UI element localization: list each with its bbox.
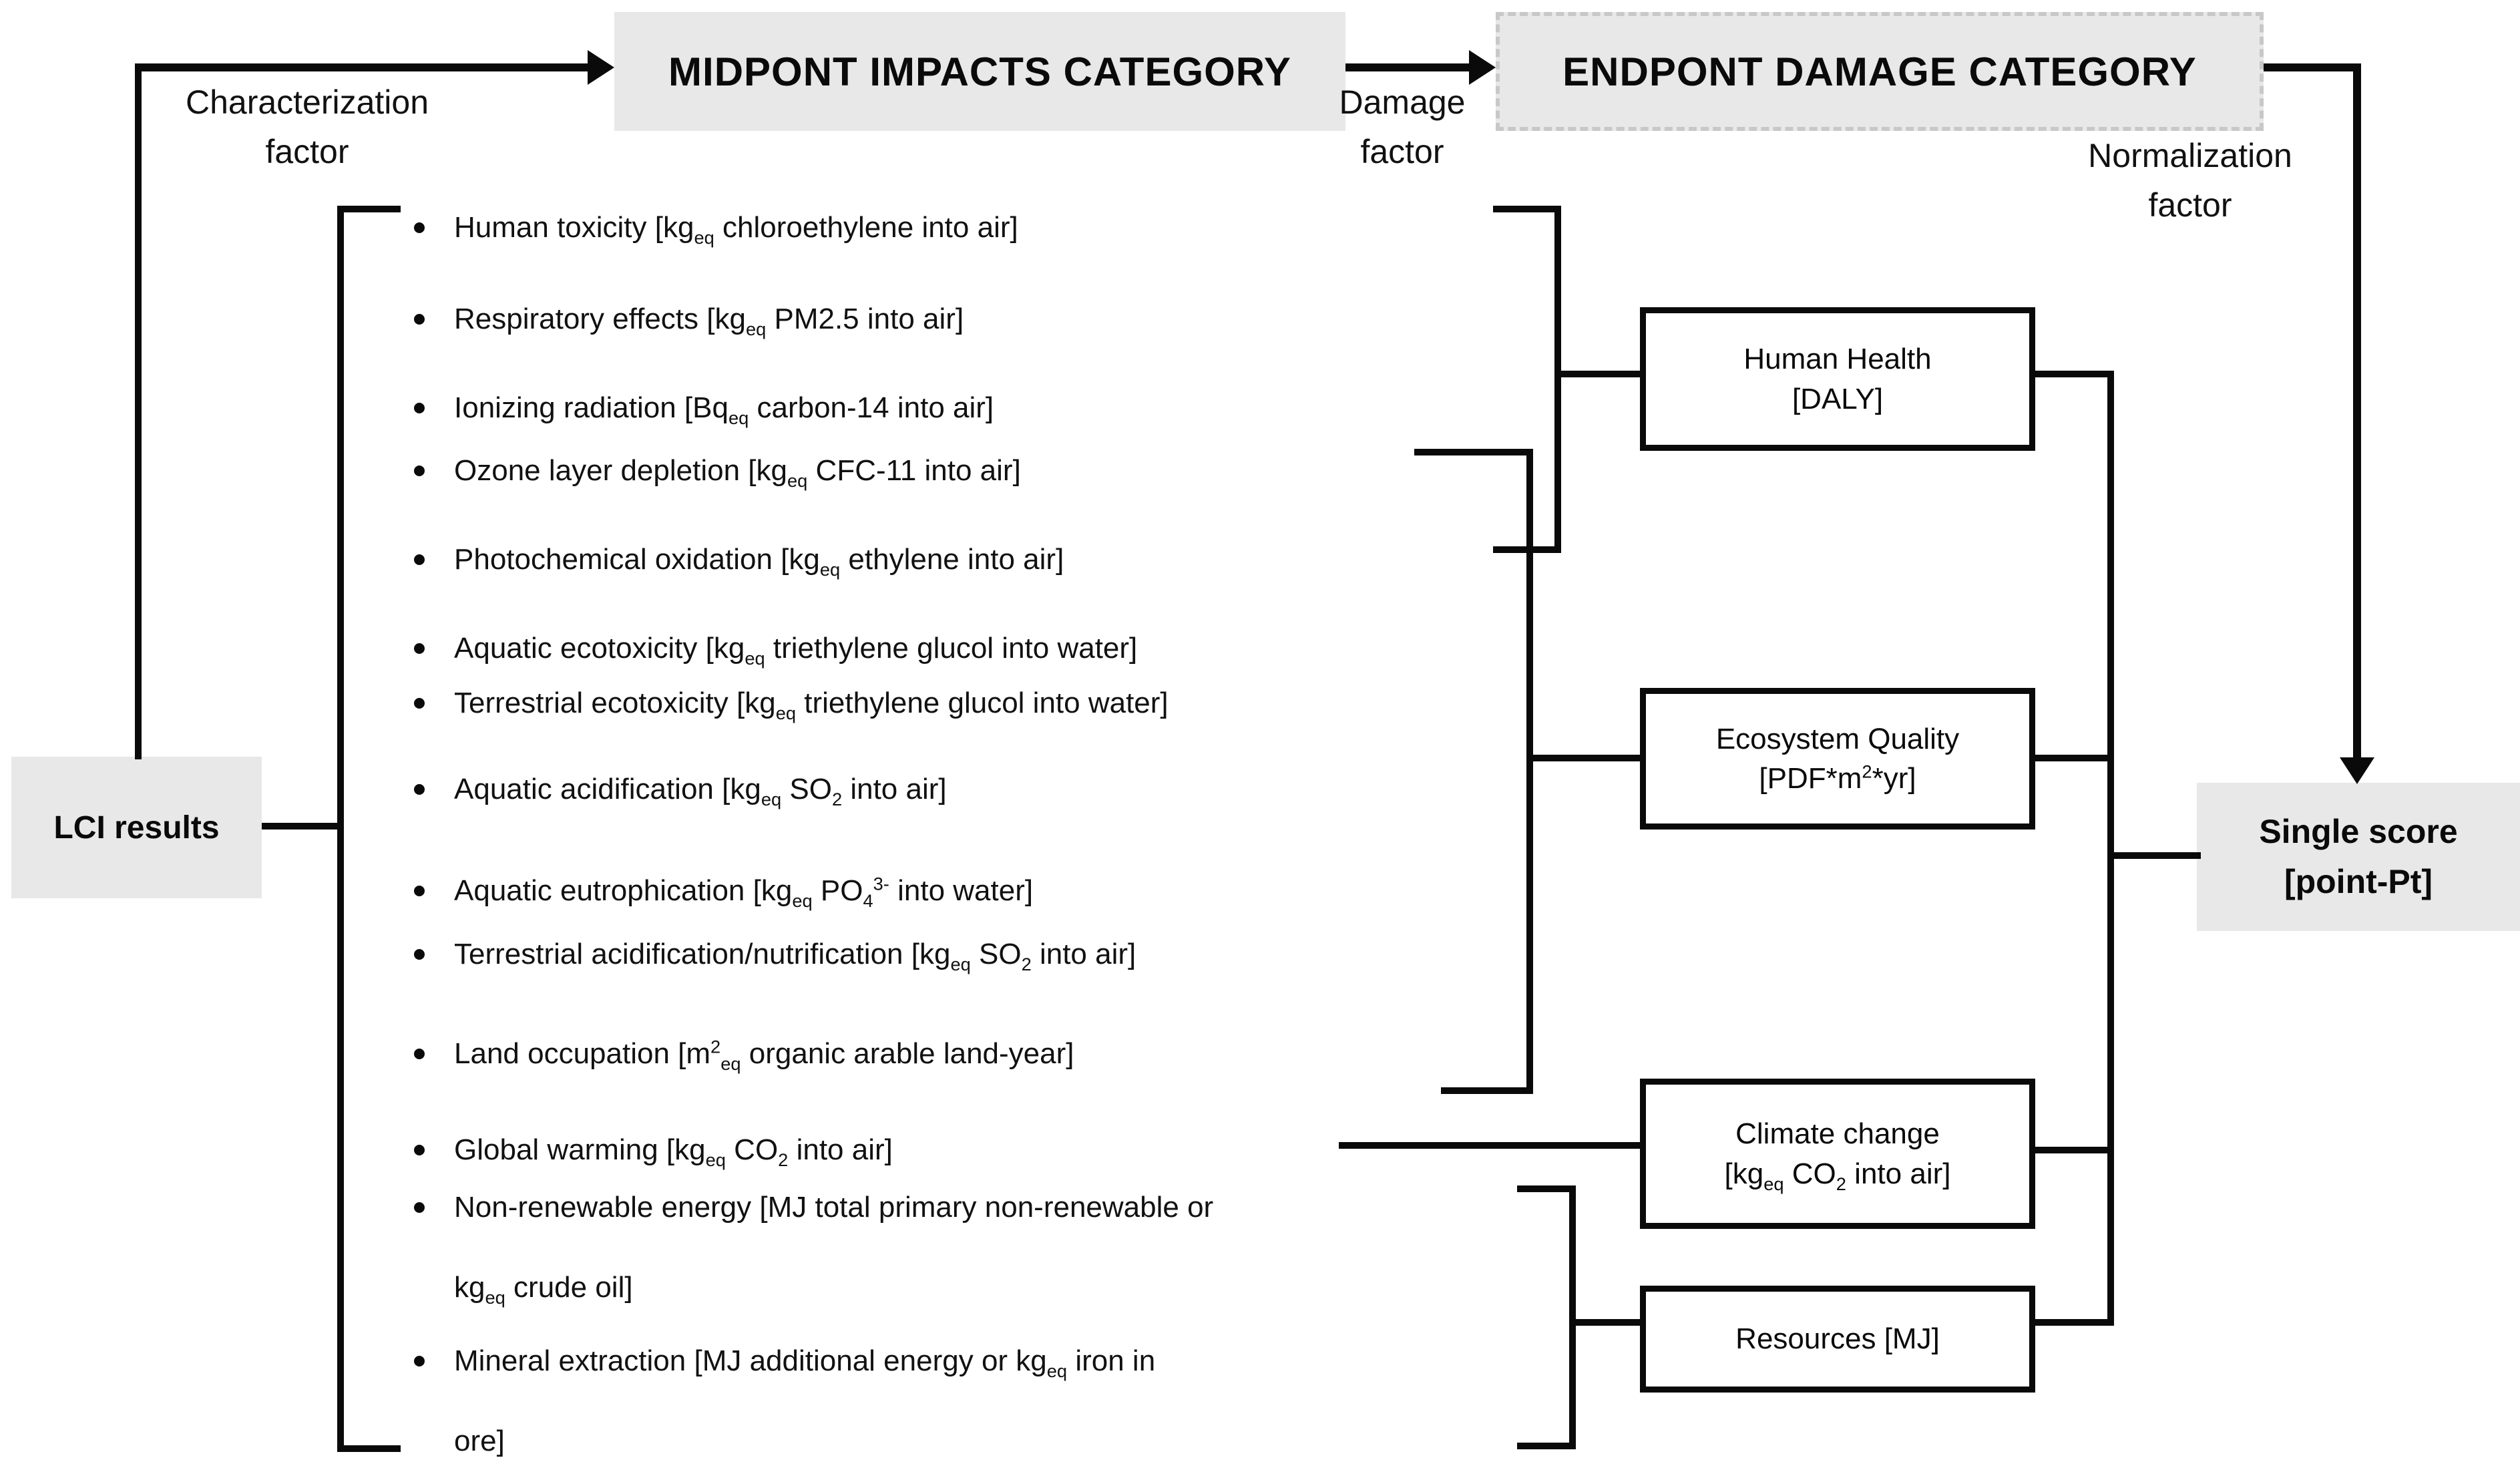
midpoint-impact-item: Aquatic eutrophication [kgeq PO43- into … [454, 873, 1589, 911]
human-health-right-connector-line [2035, 371, 2114, 377]
bullet-dot [414, 949, 425, 960]
midpoint-impact-item: Respiratory effects [kgeq PM2.5 into air… [454, 303, 1589, 339]
single-score-unit: [point-Pt] [2284, 863, 2433, 900]
midpoint-category-title: MIDPONT IMPACTS CATEGORY [668, 49, 1291, 94]
midpoint-impact-text: Terrestrial ecotoxicity [kgeq triethylen… [454, 687, 1169, 723]
midpoint-impact-text: Photochemical oxidation [kgeq ethylene i… [454, 543, 1064, 580]
bullet-dot [414, 466, 425, 476]
global-warming-connector-line [1339, 1142, 1643, 1149]
normalization-h-line-line [2264, 63, 2361, 71]
damage-arrowhead-icon [1469, 50, 1496, 85]
bullet-dot [414, 1356, 425, 1366]
bullet-dot [414, 784, 425, 795]
midpoint-impact-item: Aquatic acidification [kgeq SO2 into air… [454, 773, 1589, 809]
midpoint-impact-item: Photochemical oxidation [kgeq ethylene i… [454, 543, 1589, 580]
midpoint-impact-item: Global warming [kgeq CO2 into air] [454, 1133, 1589, 1170]
human-health-bracket-top-tick-line [1493, 206, 1561, 212]
characterization-arrow-line-line [135, 63, 602, 71]
bullet-dot [414, 554, 425, 565]
ecosystem-bracket-vertical-line [1526, 449, 1533, 1094]
human-health-bracket-vertical-line [1554, 206, 1561, 553]
midpoint-impact-text: kgeq crude oil] [454, 1271, 633, 1308]
damage-factor-label: Damage factor [1339, 83, 1466, 170]
lci-results-label: LCI results [53, 809, 220, 846]
ecosystem-quality-label: Ecosystem Quality [1715, 722, 1960, 755]
single-score-box: Single score [point-Pt] [2197, 783, 2520, 931]
midpoint-impact-text: Aquatic ecotoxicity [kgeq triethylene gl… [454, 632, 1138, 669]
ecosystem-bracket-bottom-tick-line [1441, 1087, 1533, 1094]
midpoint-impact-text: Global warming [kgeq CO2 into air] [454, 1133, 893, 1170]
climate-change-box: Climate change [kgeq CO2 into air] [1640, 1079, 2035, 1229]
bullet-dot [414, 314, 425, 325]
characterization-factor-label: Characterization factor [185, 83, 429, 170]
midpoint-impact-text: Aquatic acidification [kgeq SO2 into air… [454, 773, 947, 809]
midpoint-impact-item: Ozone layer depletion [kgeq CFC-11 into … [454, 454, 1589, 491]
resources-bracket-top-tick-line [1517, 1185, 1576, 1192]
resources-bracket-vertical-line [1569, 1185, 1576, 1449]
human-health-unit: [DALY] [1792, 382, 1884, 415]
lci-results-box: LCI results [11, 757, 262, 898]
characterization-drop-line-line [135, 63, 142, 759]
midpoint-impact-item: Aquatic ecotoxicity [kgeq triethylene gl… [454, 632, 1589, 669]
single-score-label: Single score [2259, 813, 2458, 850]
resources-box: Resources [MJ] [1640, 1286, 2035, 1393]
endpoint-category-title: ENDPONT DAMAGE CATEGORY [1562, 49, 2197, 94]
midpoint-impact-text: Non-renewable energy [MJ total primary n… [454, 1191, 1214, 1224]
ecosystem-quality-unit: [PDF*m2*yr] [1759, 761, 1916, 795]
bullet-dot [414, 222, 425, 233]
human-health-label: Human Health [1743, 343, 1932, 376]
bullet-dot [414, 698, 425, 709]
collector-trunk-vertical-line [2107, 371, 2114, 1326]
characterization-arrowhead-icon [588, 50, 614, 85]
midpoint-impact-text: ore] [454, 1425, 505, 1457]
left-bracket-vertical-line [337, 206, 344, 1452]
midpoint-impact-text: Ionizing radiation [Bqeq carbon-14 into … [454, 391, 994, 428]
bullet-dot [414, 1145, 425, 1155]
ecosystem-right-connector-line [2035, 755, 2114, 761]
midpoint-impact-text: Human toxicity [kgeq chloroethylene into… [454, 211, 1018, 248]
bullet-dot [414, 886, 425, 896]
midpoint-impact-item: Human toxicity [kgeq chloroethylene into… [454, 211, 1589, 248]
midpoint-impact-text: Respiratory effects [kgeq PM2.5 into air… [454, 303, 964, 339]
climate-right-connector-line [2035, 1147, 2114, 1153]
ecosystem-bracket-connector-line [1526, 755, 1643, 761]
midpoint-impact-item: Terrestrial ecotoxicity [kgeq triethylen… [454, 687, 1589, 723]
midpoint-impact-item: Mineral extraction [MJ additional energy… [454, 1345, 1589, 1457]
resources-label: Resources [MJ] [1735, 1322, 1940, 1356]
human-health-box: Human Health [DALY] [1640, 307, 2035, 451]
endpoint-category-header: ENDPONT DAMAGE CATEGORY [1496, 12, 2264, 131]
bullet-dot [414, 403, 425, 413]
midpoint-impact-text: Land occupation [m2eq organic arable lan… [454, 1036, 1074, 1074]
ecosystem-quality-box: Ecosystem Quality [PDF*m2*yr] [1640, 688, 2035, 830]
midpoint-impact-text: Aquatic eutrophication [kgeq PO43- into … [454, 873, 1034, 911]
midpoint-impact-item: Non-renewable energy [MJ total primary n… [454, 1191, 1589, 1308]
climate-change-unit: [kgeq CO2 into air] [1724, 1157, 1951, 1194]
normalization-v-line-line [2353, 63, 2361, 763]
resources-bracket-connector-line [1569, 1319, 1643, 1326]
bullet-dot [414, 1049, 425, 1059]
midpoint-impact-text: Mineral extraction [MJ additional energy… [454, 1344, 1156, 1381]
midpoint-impact-item: Ionizing radiation [Bqeq carbon-14 into … [454, 391, 1589, 428]
midpoint-impact-item: Land occupation [m2eq organic arable lan… [454, 1036, 1589, 1074]
resources-bracket-bottom-tick-line [1517, 1443, 1576, 1449]
ecosystem-bracket-top-tick-line [1414, 449, 1533, 455]
climate-change-label: Climate change [1735, 1117, 1940, 1151]
normalization-factor-label: Normalization factor [2088, 137, 2292, 224]
midpoint-category-header: MIDPONT IMPACTS CATEGORY [614, 12, 1345, 131]
midpoint-impact-text: Ozone layer depletion [kgeq CFC-11 into … [454, 454, 1021, 491]
left-bracket-bottom-tick-line [337, 1445, 401, 1452]
single-score-connector-line [2107, 852, 2201, 859]
lci-connector-line-line [262, 823, 341, 830]
bullet-dot [414, 643, 425, 654]
midpoint-impact-text: Terrestrial acidification/nutrification … [454, 938, 1136, 974]
resources-right-connector-line [2035, 1319, 2114, 1326]
normalization-arrowhead-icon [2340, 757, 2374, 784]
bullet-dot [414, 1202, 425, 1213]
damage-arrow-line-line [1345, 63, 1476, 71]
human-health-bracket-connector-line [1554, 371, 1643, 377]
midpoint-impact-item: Terrestrial acidification/nutrification … [454, 938, 1589, 974]
left-bracket-top-tick-line [337, 206, 401, 212]
